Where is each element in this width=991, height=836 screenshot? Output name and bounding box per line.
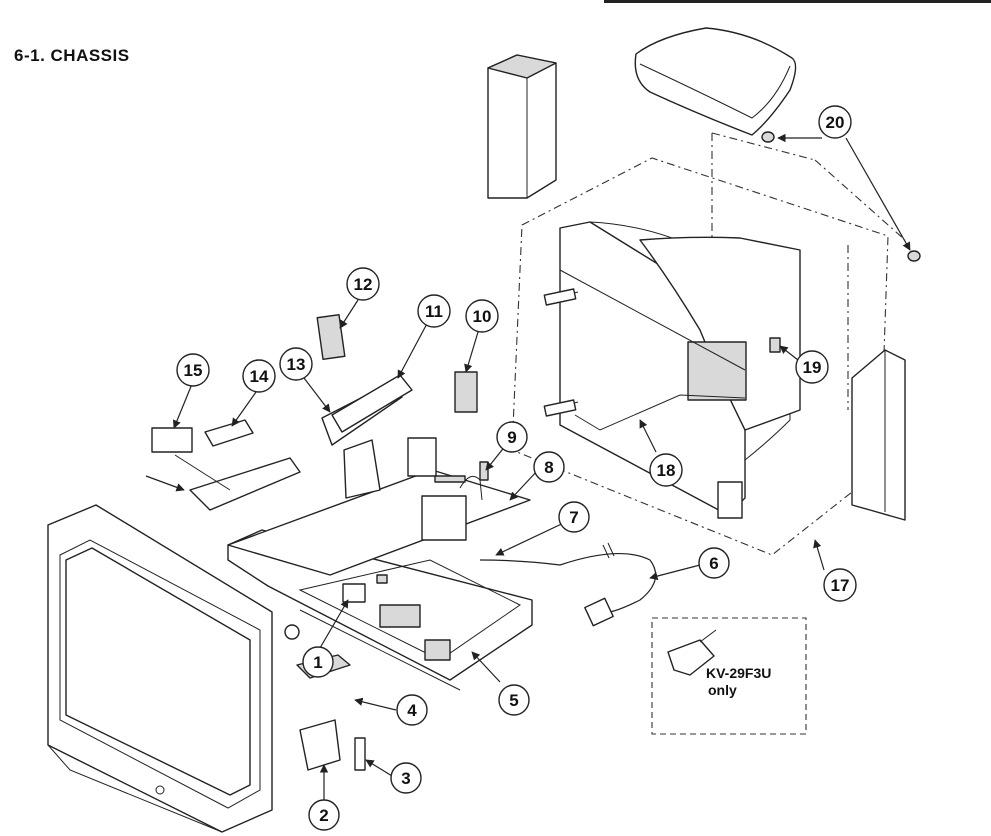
svg-text:3: 3 [401, 769, 410, 788]
callout-20: 20 [819, 106, 851, 138]
svg-text:13: 13 [287, 355, 306, 374]
svg-text:20: 20 [826, 113, 845, 132]
callout-2: 2 [309, 800, 339, 830]
callout-3: 3 [391, 763, 421, 793]
svg-text:10: 10 [473, 307, 492, 326]
callout-15: 15 [177, 354, 209, 386]
top-cover [635, 28, 795, 135]
callout-12: 12 [347, 268, 379, 300]
callout-13: 13 [280, 348, 312, 380]
svg-text:17: 17 [831, 576, 850, 595]
nut-part [762, 132, 774, 142]
callout-11: 11 [418, 295, 450, 327]
svg-text:5: 5 [509, 691, 518, 710]
svg-text:8: 8 [544, 458, 553, 477]
callout-4: 4 [397, 695, 427, 725]
svg-text:15: 15 [184, 361, 203, 380]
callout-7: 7 [559, 502, 589, 532]
callout-5: 5 [499, 685, 529, 715]
callout-18: 18 [650, 454, 682, 486]
callout-6: 6 [699, 548, 729, 578]
callout-19: 19 [796, 351, 828, 383]
svg-text:9: 9 [507, 428, 516, 447]
svg-text:6: 6 [709, 554, 718, 573]
callout-1: 1 [303, 647, 333, 677]
svg-text:14: 14 [250, 367, 269, 386]
svg-text:12: 12 [354, 275, 373, 294]
nut-part [908, 251, 920, 261]
svg-text:1: 1 [313, 653, 322, 672]
note-only: only [708, 682, 737, 698]
callout-10: 10 [466, 300, 498, 332]
svg-text:18: 18 [657, 461, 676, 480]
guide-line [815, 160, 905, 240]
side-panel-right [852, 350, 905, 520]
callout-14: 14 [243, 360, 275, 392]
svg-text:2: 2 [319, 806, 328, 825]
svg-text:11: 11 [425, 302, 443, 321]
svg-text:19: 19 [803, 358, 822, 377]
callout-17: 17 [824, 569, 856, 601]
side-panel-left [488, 55, 556, 198]
note-model: KV-29F3U [706, 665, 771, 681]
svg-text:4: 4 [407, 701, 417, 720]
svg-text:7: 7 [569, 508, 578, 527]
callout-9: 9 [497, 422, 527, 452]
callout-8: 8 [534, 452, 564, 482]
model-note-box: KV-29F3U only [652, 618, 806, 734]
